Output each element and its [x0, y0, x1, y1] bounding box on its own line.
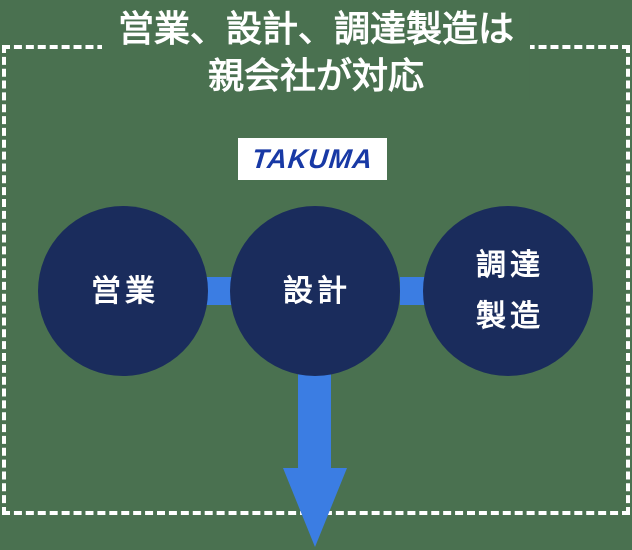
connector-sales-design: [206, 277, 232, 305]
circle-design-label: 設計: [283, 274, 351, 308]
circle-sales: 営業: [38, 206, 208, 376]
circle-procurement-label-line-1: 調達: [476, 249, 544, 282]
circle-procurement-manufacturing: 調達 製造: [423, 206, 593, 376]
title-line-1: 営業、設計、調達製造は: [117, 8, 515, 49]
takuma-logo: TAKUMA: [238, 138, 387, 180]
takuma-logo-text: TAKUMA: [250, 143, 375, 174]
title-line-2: 親会社が対応: [207, 54, 425, 96]
connector-design-procurement: [400, 277, 426, 305]
circle-design: 設計: [230, 206, 400, 376]
circle-sales-label: 営業: [91, 274, 159, 308]
diagram-title: 営業、設計、調達製造は 親会社が対応: [101, 6, 531, 100]
circle-procurement-label-line-2: 製造: [476, 300, 544, 333]
